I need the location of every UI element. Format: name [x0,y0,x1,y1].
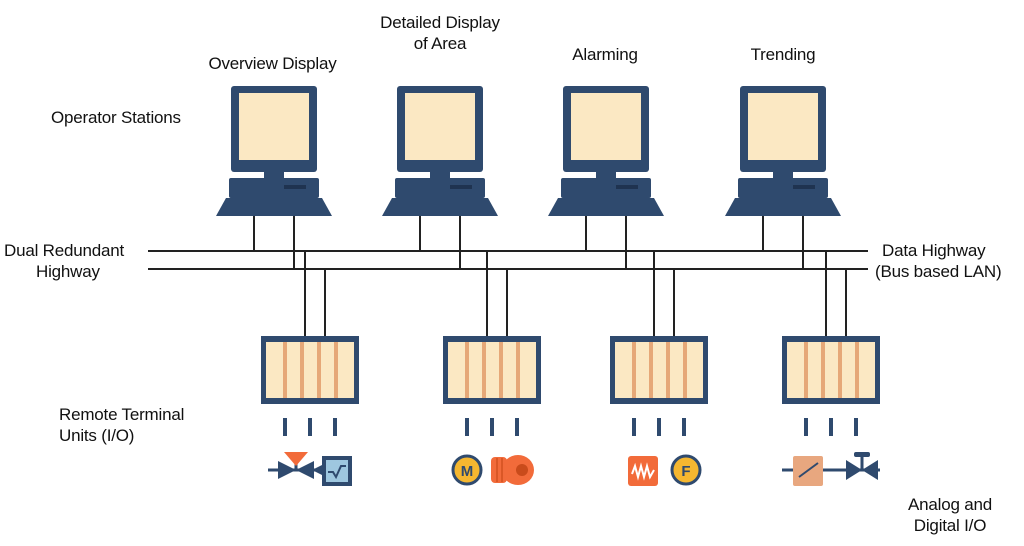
station-title-trending: Trending [718,45,848,65]
rtu-line-2: Units (I/O) [59,426,135,445]
dual-redundant-highway-label: Dual Redundant Highway [4,240,124,282]
analog-digital-line-1: Analog and [907,495,993,514]
data-highway-line-1: Data Highway [882,241,986,260]
control-valve-icon [268,452,324,479]
station-title-overview: Overview Display [190,54,355,74]
flow-label: F [681,463,690,480]
operator-station-alarming [548,86,664,269]
operator-station-detailed [382,86,498,269]
io-lines [283,418,337,436]
flow-meter-icon: F [670,454,702,486]
station-title-detailed: Detailed Display of Area [360,12,520,54]
valve-icon [836,452,880,480]
remote-terminal-units [261,251,880,436]
station-title-line: Trending [750,45,816,64]
keyboard-icon [216,198,332,216]
computer-base-icon [561,178,651,198]
data-highway-line-2: (Bus based LAN) [875,262,1002,281]
station-title-alarming: Alarming [540,45,670,65]
rtu-box [443,336,541,404]
motor-icon: M [451,454,483,486]
dual-redundant-line-2: Highway [36,262,100,281]
analog-digital-label: Analog and Digital I/O [885,494,1015,536]
dual-redundant-line-1: Dual Redundant [4,241,125,260]
operator-stations-label: Operator Stations [51,108,181,127]
station-title-line: Detailed Display [380,13,500,32]
heater-icon [628,456,658,486]
data-highway-label: Data Highway (Bus based LAN) [875,240,1002,282]
computer-base-icon [229,178,319,198]
computer-base-icon [395,178,485,198]
station-title-line: of Area [413,34,467,53]
operator-station-overview [216,86,332,269]
rtu-3 [610,251,708,436]
pump-icon [491,455,534,485]
keyboard-icon [548,198,664,216]
station-title-line: Alarming [572,45,638,64]
switch-icon [782,456,836,486]
station-title-line: Overview Display [208,54,337,73]
highways [148,250,868,270]
field-devices: M F [268,452,880,486]
keyboard-icon [382,198,498,216]
rtu-box [610,336,708,404]
motor-label: M [461,463,474,480]
rtu-4 [782,251,880,436]
io-lines [632,418,686,436]
keyboard-icon [725,198,841,216]
monitor-icon [740,86,826,178]
rtu-label: Remote Terminal Units (I/O) [59,404,184,446]
operator-station-trending [725,86,841,269]
rtu-box [261,336,359,404]
operator-stations [216,86,841,269]
rtu-box [782,336,880,404]
analog-digital-line-2: Digital I/O [913,516,987,535]
monitor-icon [231,86,317,178]
rtu-line-1: Remote Terminal [59,405,185,424]
rtu-2 [443,251,541,436]
transmitter-icon [322,456,352,486]
io-lines [465,418,519,436]
computer-base-icon [738,178,828,198]
monitor-icon [397,86,483,178]
io-lines [804,418,858,436]
monitor-icon [563,86,649,178]
rtu-1 [261,251,359,436]
